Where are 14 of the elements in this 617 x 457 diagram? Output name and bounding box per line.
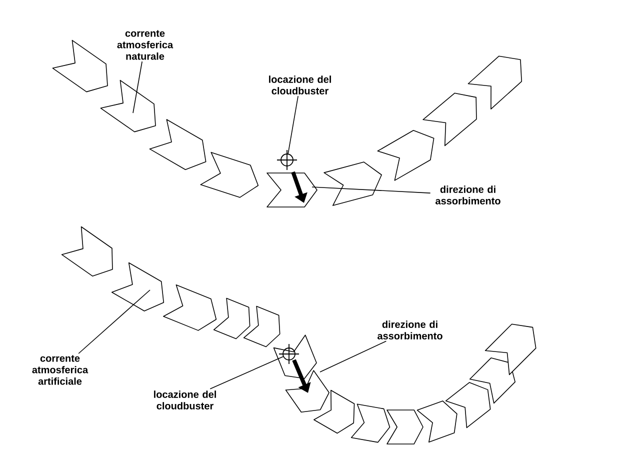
leader-line (312, 186, 431, 194)
leader-line (132, 61, 142, 114)
leader-line (210, 356, 284, 390)
crosshair-symbol (278, 344, 300, 364)
label-text: locazione del cloudbuster (269, 76, 331, 94)
label-text: locazione del cloudbuster (154, 390, 216, 410)
label-text: direzione di assorbimento (436, 186, 500, 204)
leader-line (78, 290, 150, 354)
crosshair-symbol (276, 150, 298, 170)
label-text: corrente atmosferica artificiale (32, 355, 88, 385)
label-text: corrente atmosferica naturale (117, 30, 174, 60)
leader-line (288, 96, 298, 154)
leader-line (320, 340, 387, 372)
label-text: direzione di assorbimento (378, 320, 442, 340)
